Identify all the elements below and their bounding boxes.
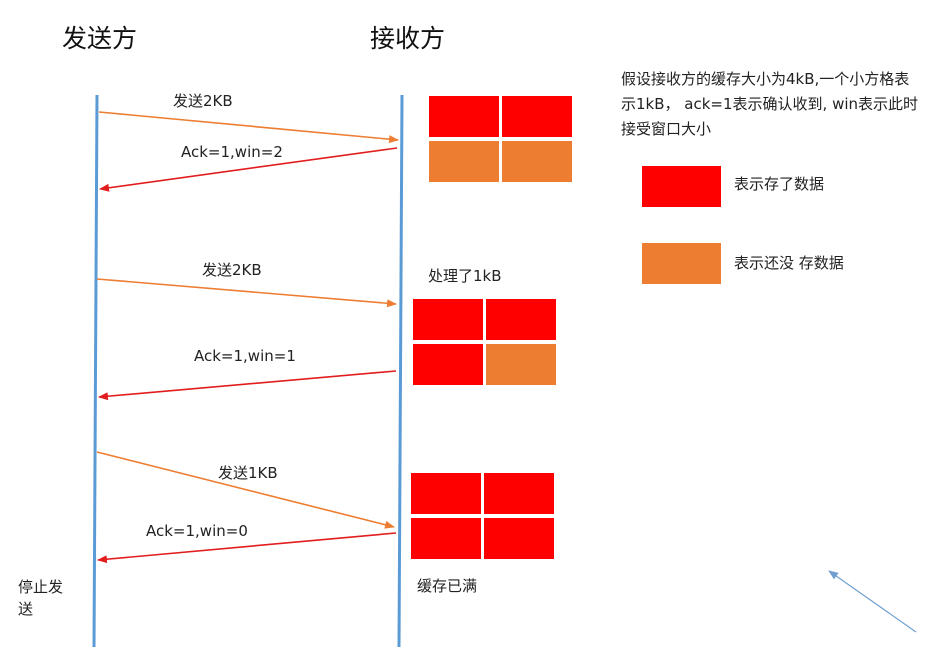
send-2-arrow bbox=[96, 278, 397, 308]
buffer-2-cell-3 bbox=[413, 344, 483, 385]
send-2-label: 发送2KB bbox=[202, 261, 262, 279]
legend-label-filled: 表示存了数据 bbox=[734, 175, 825, 193]
ack-3-label: Ack=1,win=0 bbox=[146, 522, 248, 540]
receiver-title: 接收方 bbox=[370, 24, 446, 53]
buffer-1-cell-4 bbox=[502, 141, 572, 182]
buffer-2-cell-1 bbox=[413, 299, 483, 340]
ack-2-label: Ack=1,win=1 bbox=[194, 347, 296, 365]
legend-label-empty: 表示还没 存数据 bbox=[734, 254, 844, 272]
buffer-1-cell-1 bbox=[429, 96, 499, 137]
sender-lifeline bbox=[92, 94, 99, 647]
send-1-label: 发送2KB bbox=[173, 92, 233, 110]
stop-sending-note: 停止发 送 bbox=[18, 578, 64, 618]
send-1-arrow bbox=[98, 111, 399, 144]
ack-2-arrow bbox=[98, 370, 397, 401]
processed-note: 处理了1kB bbox=[428, 267, 502, 285]
ack-3-arrow bbox=[97, 532, 397, 564]
receiver-lifeline bbox=[397, 94, 404, 647]
buffer-2-cell-2 bbox=[486, 299, 556, 340]
buffer-full-note: 缓存已满 bbox=[417, 577, 478, 595]
ack-1-arrow bbox=[99, 147, 398, 192]
legend-swatch-filled bbox=[642, 166, 721, 207]
buffer-1-cell-3 bbox=[429, 141, 499, 182]
description: 假设接收方的缓存大小为4kB,一个小方格表示1kB， ack=1表示确认收到, … bbox=[621, 70, 919, 138]
ack-1-label: Ack=1,win=2 bbox=[181, 143, 283, 161]
sender-title: 发送方 bbox=[62, 24, 138, 53]
buffer-3-cell-1 bbox=[411, 473, 481, 514]
buffer-3-cell-2 bbox=[484, 473, 554, 514]
buffer-3-cell-4 bbox=[484, 518, 554, 559]
buffer-1-cell-2 bbox=[502, 96, 572, 137]
send-3-label: 发送1KB bbox=[218, 464, 278, 482]
pointer-arrow bbox=[828, 570, 917, 633]
send-3-arrow bbox=[96, 451, 395, 529]
buffer-3-cell-3 bbox=[411, 518, 481, 559]
legend-swatch-empty bbox=[642, 243, 721, 284]
buffer-2-cell-4 bbox=[486, 344, 556, 385]
